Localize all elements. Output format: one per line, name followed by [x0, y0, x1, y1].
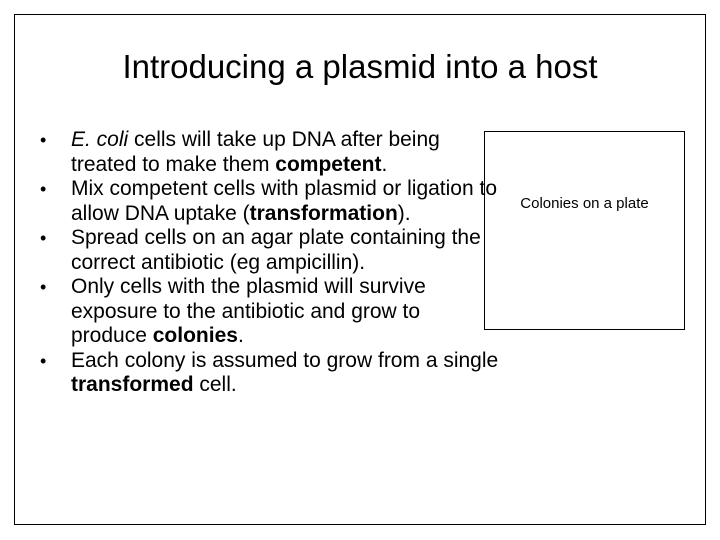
bullet-text-segment: Only cells with the plasmid will survive…	[71, 275, 426, 347]
bullet-text-segment: cells will take up DNA after being treat…	[71, 128, 440, 176]
bullet-dot-icon: •	[40, 130, 47, 150]
image-caption: Colonies on a plate	[520, 195, 649, 212]
image-placeholder: Colonies on a plate	[484, 131, 685, 330]
bullet-text-segment: Each colony is assumed to grow from a si…	[71, 348, 499, 372]
bullet-list: • E. coli cells will take up DNA after b…	[40, 128, 500, 398]
slide-title: Introducing a plasmid into a host	[122, 48, 598, 85]
bullet-text-segment: .	[381, 152, 388, 176]
bullet-dot-icon: •	[40, 228, 47, 248]
slide-frame	[14, 14, 706, 525]
bullet-text-segment: transformed	[71, 373, 194, 396]
bullet-dot-icon: •	[40, 179, 47, 199]
bullet-text-segment: Spread cells on an agar plate containing…	[71, 226, 481, 274]
bullet-text-segment: transformation	[249, 201, 398, 225]
bullet-text-segment: competent	[275, 152, 382, 176]
bullet-text-segment: E. coli	[71, 128, 129, 151]
bullet-text-segment: .	[237, 324, 244, 347]
bullet-text-segment: ).	[397, 201, 411, 225]
bullet-item: • Spread cells on an agar plate containi…	[40, 226, 500, 275]
bullet-dot-icon: •	[40, 350, 47, 371]
bullet-text-segment: Mix competent cells with plasmid or liga…	[71, 177, 498, 225]
bullet-dot-icon: •	[40, 277, 47, 297]
bullet-text-segment: cell.	[193, 373, 237, 396]
bullet-item: • E. coli cells will take up DNA after b…	[40, 128, 500, 177]
bullet-item: • Mix competent cells with plasmid or li…	[40, 177, 500, 226]
bullet-text-segment: colonies	[152, 324, 238, 347]
bullet-item: • Only cells with the plasmid will survi…	[40, 275, 500, 349]
bullet-item: • Each colony is assumed to grow from a …	[40, 349, 500, 398]
